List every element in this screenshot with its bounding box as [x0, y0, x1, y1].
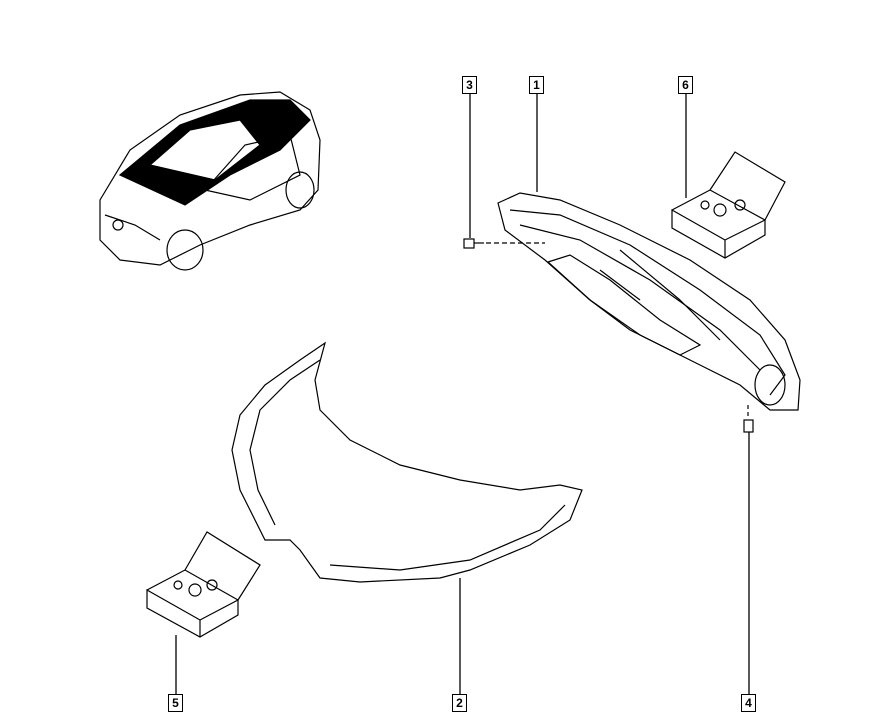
buffer-part [743, 405, 754, 433]
leader-lines [175, 93, 750, 695]
car-location-illustration [99, 91, 321, 271]
callout-1: 1 [529, 76, 544, 94]
callout-5: 5 [168, 694, 183, 712]
bonnet-inner-panel [497, 192, 801, 411]
kit-box-6 [671, 151, 786, 259]
callout-2: 2 [452, 694, 467, 712]
callout-4: 4 [741, 694, 756, 712]
callout-3: 3 [462, 76, 477, 94]
callout-6: 6 [678, 76, 693, 94]
clip-part [463, 238, 545, 249]
bonnet-outer-panel [231, 341, 583, 583]
kit-box-5 [146, 531, 261, 638]
